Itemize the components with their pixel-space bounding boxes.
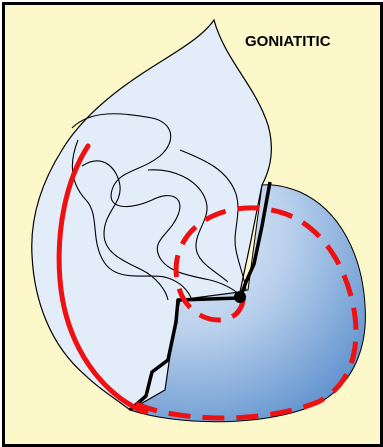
umbilicus-point (234, 291, 246, 303)
diagram-title: GONIATITIC (245, 33, 331, 50)
